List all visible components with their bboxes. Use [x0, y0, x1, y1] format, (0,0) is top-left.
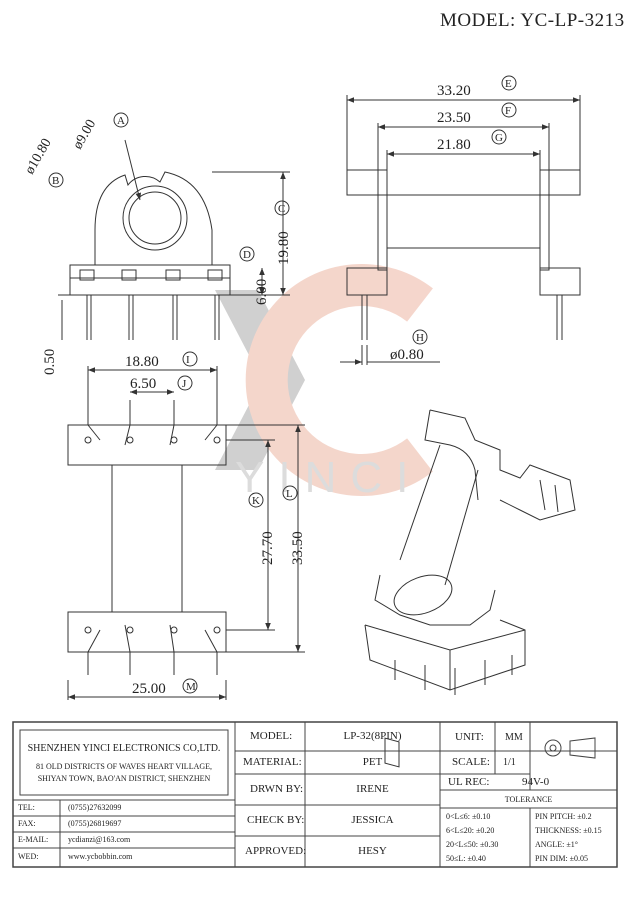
- dim-f-value: 23.50: [437, 110, 471, 126]
- svg-text:M: M: [186, 681, 196, 693]
- svg-text:J: J: [182, 378, 187, 390]
- svg-text:A: A: [117, 115, 125, 127]
- tolerance-left-2: 6<L≤20: ±0.20: [446, 826, 495, 835]
- ulrec-value: 94V-0: [522, 776, 550, 788]
- svg-text:I: I: [186, 354, 190, 366]
- dim-c-value: 19.80: [276, 231, 292, 265]
- scale-label: SCALE:: [452, 756, 490, 768]
- company-address-2: SHIYAN TOWN, BAO'AN DISTRICT, SHENZHEN: [37, 774, 211, 783]
- dim-l-value: 33.50: [290, 531, 306, 565]
- web-label: WED:: [18, 852, 39, 861]
- drawn-label: DRWN BY:: [250, 783, 304, 795]
- tolerance-right-3: ANGLE: ±1°: [535, 840, 578, 849]
- dim-d-value: 6.00: [254, 279, 270, 305]
- dim-a-value: ø9.00: [70, 117, 99, 152]
- tel-label: TEL:: [18, 803, 35, 812]
- web-value: www.ycbobbin.com: [68, 852, 133, 861]
- dim-letters-side: E F G H: [412, 75, 517, 345]
- dim-g-value: 21.80: [437, 137, 471, 153]
- dim-pin-offset: 0.50: [42, 349, 58, 375]
- dim-b-value: ø10.80: [22, 136, 54, 177]
- side-view: [340, 95, 581, 365]
- svg-text:H: H: [416, 332, 424, 344]
- svg-text:C: C: [278, 203, 285, 215]
- dim-letters-top: I J K L M: [177, 351, 298, 694]
- check-label: CHECK BY:: [247, 814, 305, 826]
- front-view: [58, 139, 290, 340]
- company-address-1: 81 OLD DISTRICTS OF WAVES HEART VILLAGE,: [35, 762, 213, 771]
- top-view: [67, 366, 305, 700]
- drawn-value: IRENE: [356, 783, 389, 795]
- fax-label: FAX:: [18, 819, 36, 828]
- approved-label: APPROVED:: [245, 845, 307, 857]
- ulrec-label: UL REC:: [448, 776, 490, 788]
- check-value: JESSICA: [351, 814, 394, 826]
- tolerance-left-4: 50≤L: ±0.40: [446, 854, 486, 863]
- svg-text:F: F: [505, 105, 511, 117]
- model-label: MODEL:: [250, 730, 293, 742]
- title-block: [12, 721, 618, 868]
- dim-m-value: 25.00: [132, 681, 166, 697]
- dim-j-value: 6.50: [130, 376, 156, 392]
- dim-k-value: 27.70: [260, 531, 276, 565]
- dim-i-value: 18.80: [125, 354, 159, 370]
- tel-value: (0755)27632099: [68, 803, 122, 812]
- tolerance-left-3: 20<L≤50: ±0.30: [446, 840, 499, 849]
- model-value: LP-32(8PIN): [343, 730, 402, 742]
- isometric-view: [364, 409, 576, 768]
- tolerance-left-1: 0<L≤6: ±0.10: [446, 812, 491, 821]
- scale-value: 1/1: [503, 757, 516, 768]
- approved-value: HESY: [358, 845, 387, 857]
- svg-text:B: B: [52, 175, 59, 187]
- tolerance-right-2: THICKNESS: ±0.15: [535, 826, 602, 835]
- tolerance-right-4: PIN DIM: ±0.05: [535, 854, 589, 863]
- svg-text:D: D: [243, 249, 251, 261]
- fax-value: (0755)26819697: [68, 819, 122, 828]
- unit-value: MM: [505, 732, 523, 743]
- dim-h-value: ø0.80: [390, 347, 424, 363]
- svg-text:G: G: [495, 132, 503, 144]
- email-label: E-MAIL:: [18, 835, 49, 844]
- company-name: SHENZHEN YINCI ELECTRONICS CO,LTD.: [27, 743, 221, 754]
- tolerance-right-1: PIN PITCH: ±0.2: [535, 812, 592, 821]
- material-value: PET: [362, 756, 383, 768]
- model-title: MODEL: YC-LP-3213: [440, 10, 625, 31]
- material-label: MATERIAL:: [243, 756, 302, 768]
- dim-e-value: 33.20: [437, 83, 471, 99]
- unit-label: UNIT:: [455, 731, 484, 743]
- svg-text:E: E: [505, 78, 512, 90]
- svg-text:K: K: [252, 495, 260, 507]
- tolerance-title: TOLERANCE: [504, 795, 553, 804]
- email-value: ycdianzi@163.com: [68, 835, 131, 844]
- svg-text:L: L: [286, 488, 293, 500]
- dim-letters-front: A B C D: [48, 112, 290, 262]
- watermark-logo: YINCI: [215, 264, 433, 502]
- watermark-text: YINCI: [235, 453, 422, 502]
